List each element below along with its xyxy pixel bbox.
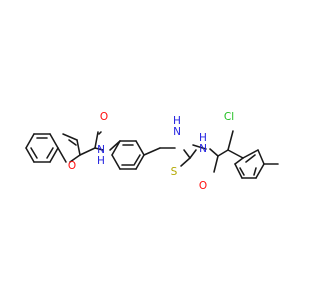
bond-28: [143, 147, 161, 156]
bond-38: [227, 149, 244, 159]
bond-31: [180, 157, 191, 167]
bond-15: [94, 131, 99, 149]
bond-16: [98, 131, 102, 135]
bond-24: [111, 140, 121, 156]
bond-17: [94, 147, 104, 151]
bond-0: [25, 133, 35, 149]
bond-11: [76, 139, 81, 156]
bond-32: [189, 149, 197, 159]
bond-43: [234, 163, 243, 179]
bond-20: [135, 140, 145, 156]
bond-4: [49, 133, 59, 149]
bond-6: [30, 147, 38, 159]
atom-cl: Cl: [224, 111, 234, 123]
atom-s-thiourea: S: [171, 166, 178, 178]
bond-33: [192, 144, 207, 150]
bond-30: [183, 149, 191, 159]
bond-14: [79, 147, 96, 156]
atom-h-amide1: H: [97, 155, 105, 167]
bond-36: [217, 149, 229, 157]
bond-46: [239, 167, 245, 176]
bond-21: [135, 154, 145, 170]
atom-n-thiourea2: N: [199, 143, 207, 155]
atom-n-thiourea1: N: [173, 126, 181, 138]
bond-35: [213, 155, 219, 173]
bond-3: [49, 147, 59, 163]
bond-8: [46, 147, 54, 159]
bond-34: [209, 148, 219, 157]
bond-26: [133, 154, 141, 166]
bond-12: [62, 133, 78, 141]
bond-layer: [25, 130, 279, 179]
bond-41: [255, 163, 265, 179]
atom-label-layer: O O N H N H S N H O Cl: [68, 111, 234, 192]
bond-39: [242, 149, 259, 159]
atom-o-furan: O: [68, 160, 76, 172]
bond-1: [25, 147, 35, 163]
molecule-structure: O O N H N H S N H O Cl: [25, 111, 279, 192]
bond-13: [68, 139, 77, 146]
atom-o-amide2: O: [199, 180, 207, 192]
atom-o-amide1: O: [100, 111, 108, 123]
bond-47: [253, 167, 257, 176]
atom-h-thiourea1: H: [173, 115, 181, 127]
bond-40: [257, 149, 265, 165]
bond-45: [245, 154, 256, 163]
atom-h-thiourea2: H: [199, 132, 207, 144]
bond-23: [111, 154, 121, 170]
bond-44: [234, 157, 244, 165]
atom-n-amide1: N: [97, 144, 105, 156]
bond-9: [57, 147, 67, 163]
bond-37: [227, 130, 234, 151]
bond-10: [69, 154, 81, 163]
